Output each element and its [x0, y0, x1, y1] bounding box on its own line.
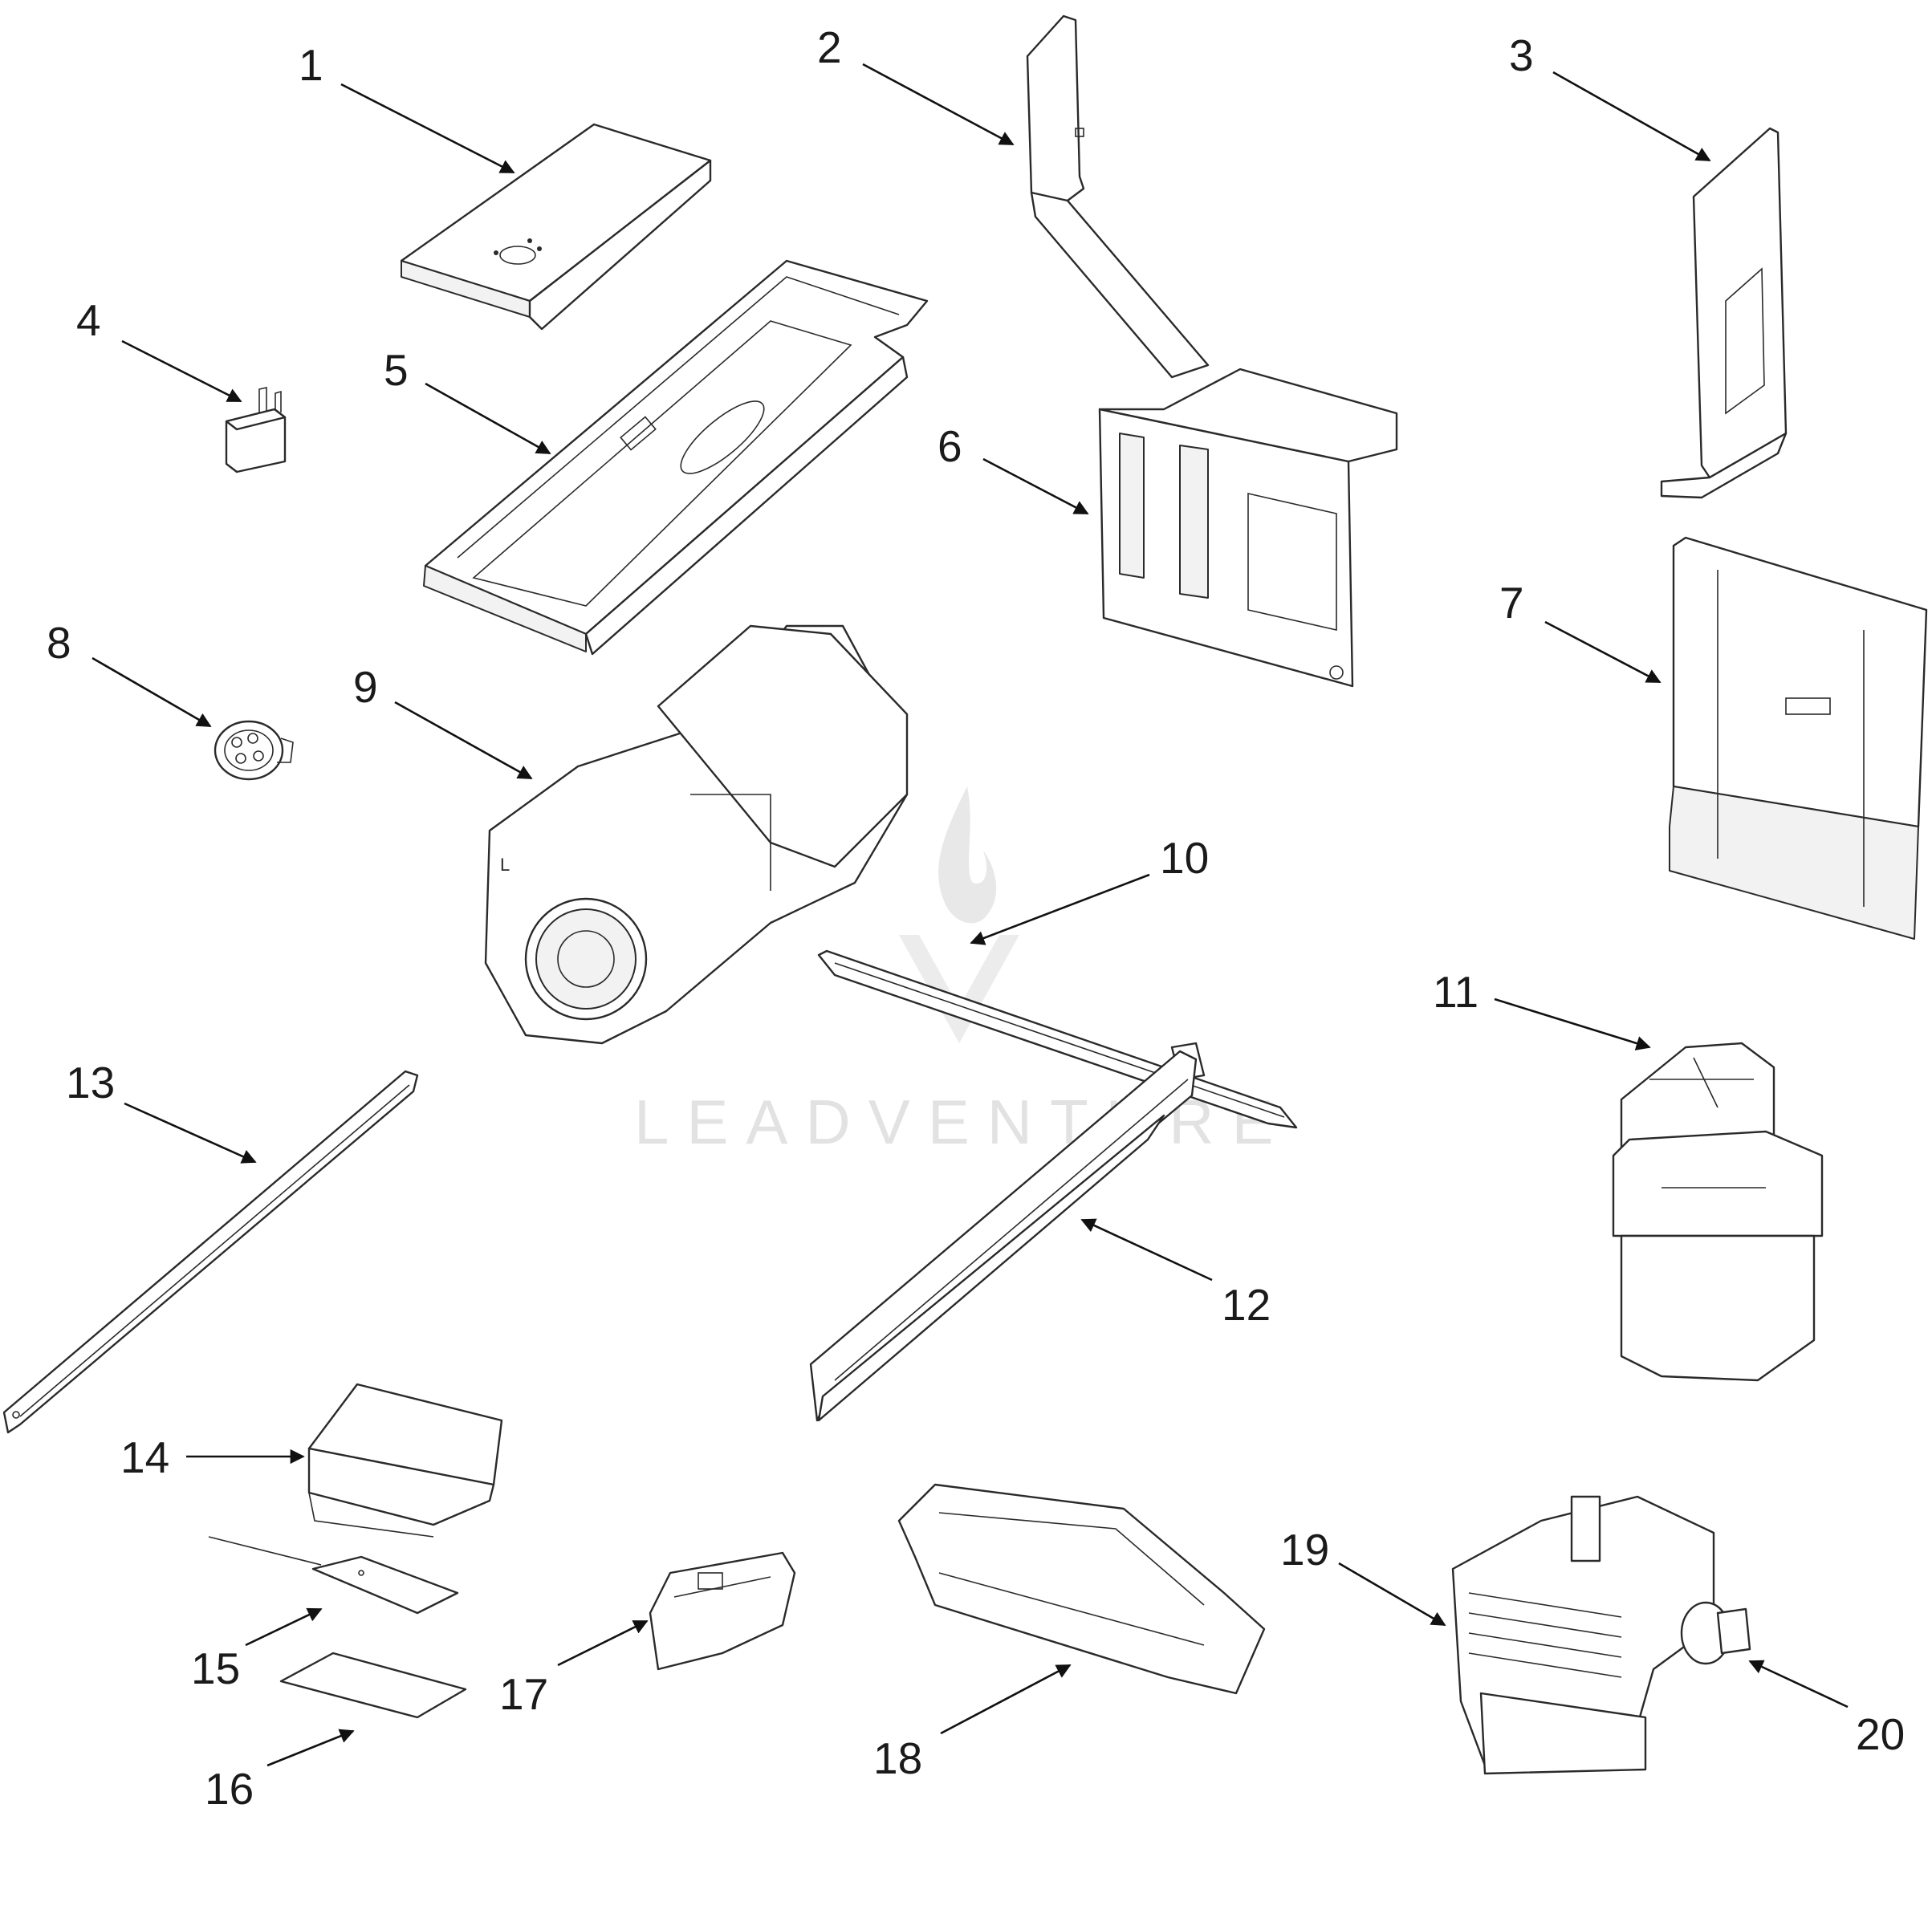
callout-20: 20: [1856, 1709, 1905, 1759]
watermark-flame-icon: [938, 786, 997, 924]
part-19-magnetron: [1451, 1495, 1715, 1775]
callout-16: 16: [205, 1764, 254, 1814]
callout-5: 5: [384, 345, 409, 395]
part-16-plate: [279, 1652, 467, 1719]
watermark-v-icon: [899, 935, 1019, 1043]
part-7-panel: [1669, 536, 1928, 940]
part-6-panel: [1098, 368, 1398, 688]
callout-labels: 1 2 3 4 5 6 7 8 9 10 11 12 13 14 15 16 1…: [47, 22, 1905, 1814]
part-11-motor: [1612, 1042, 1824, 1382]
callout-9: 9: [353, 662, 378, 712]
callout-18: 18: [873, 1733, 922, 1783]
callout-3: 3: [1509, 30, 1534, 80]
part-13-bar: [2, 1070, 419, 1434]
part-17-latch: [649, 1551, 796, 1671]
part-12-rail: [809, 1050, 1198, 1422]
part-1-cover: [400, 123, 712, 331]
part-9-blower: L: [484, 624, 909, 1045]
callout-17: 17: [499, 1669, 548, 1719]
callout-1: 1: [299, 40, 323, 90]
part-15-film: [208, 1536, 459, 1615]
part-18-tray: [897, 1483, 1266, 1695]
callout-15: 15: [191, 1644, 240, 1693]
callout-10: 10: [1160, 833, 1209, 883]
callout-13: 13: [66, 1058, 115, 1107]
callout-7: 7: [1499, 578, 1524, 628]
part-20-antenna: [1680, 1601, 1751, 1665]
callout-19: 19: [1280, 1525, 1329, 1575]
callout-4: 4: [76, 295, 101, 345]
leader-lines: [92, 63, 1849, 1767]
callout-14: 14: [120, 1432, 169, 1482]
callout-12: 12: [1222, 1280, 1271, 1330]
callout-6: 6: [938, 421, 962, 471]
svg-text:L: L: [500, 855, 510, 875]
callout-2: 2: [817, 22, 842, 72]
part-3-bracket: [1660, 127, 1788, 499]
part-4-capacitor: [225, 387, 287, 473]
part-2-bracket: [1026, 14, 1210, 379]
part-5-pan: [423, 259, 929, 656]
callout-8: 8: [47, 618, 71, 668]
part-14-shield: [307, 1383, 503, 1538]
callout-11: 11: [1433, 967, 1478, 1017]
part-8-terminal: [214, 720, 294, 781]
